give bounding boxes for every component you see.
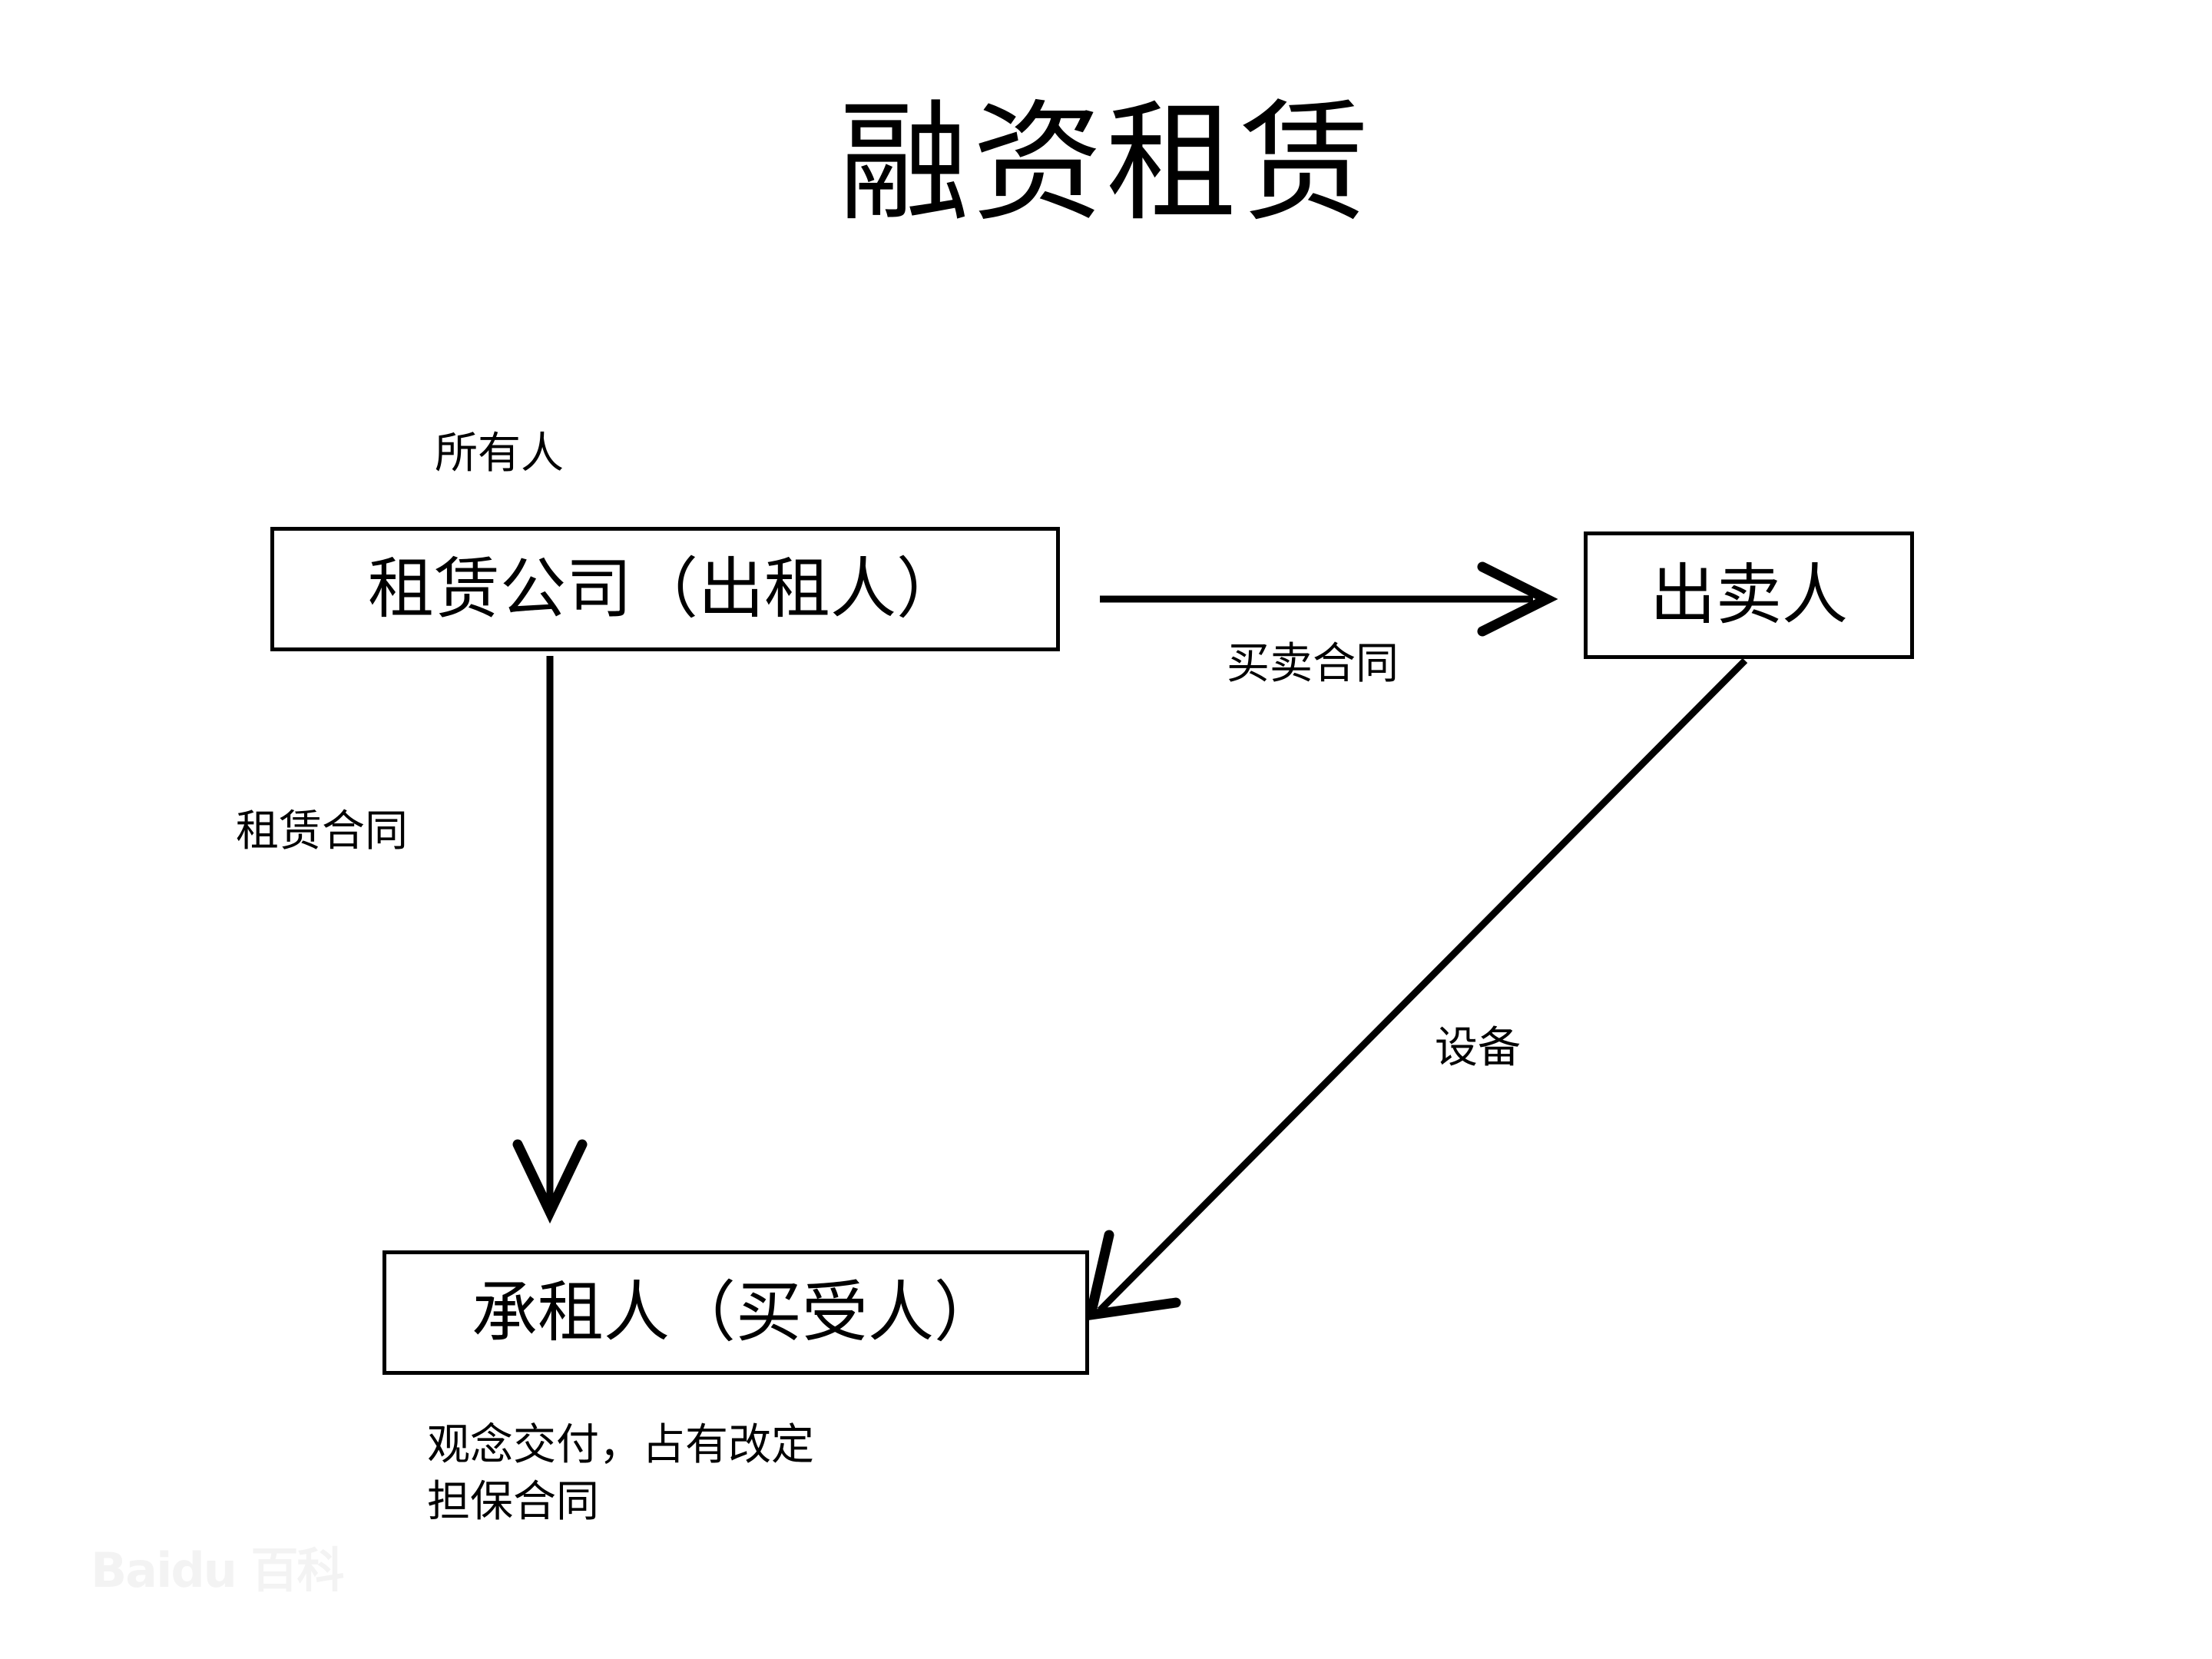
node-seller-label: 出卖人 (1650, 557, 1848, 634)
node-seller[interactable]: 出卖人 (1584, 531, 1914, 659)
node-lessor[interactable]: 租赁公司（出租人） (270, 527, 1060, 651)
lessee-notes: 观念交付，占有改定 担保合同 (427, 1417, 814, 1531)
watermark-text: Baidu 百科 (91, 1547, 344, 1594)
node-lessee[interactable]: 承租人（买受人） (382, 1250, 1089, 1375)
lessee-note-line-1: 观念交付，占有改定 (427, 1420, 814, 1470)
edge-lessor-to-lessee (512, 656, 588, 1224)
label-owner: 所有人 (435, 429, 564, 478)
node-lessor-label: 租赁公司（出租人） (368, 551, 962, 628)
edge-label-lease-contract: 租赁合同 (236, 806, 408, 856)
node-lessee-label: 承租人（买受人） (472, 1274, 1000, 1351)
edge-label-sale-contract: 买卖合同 (1227, 639, 1399, 689)
page-title: 融资租赁 (838, 88, 1373, 240)
edge-seller-to-lessee (1084, 657, 1748, 1321)
edge-label-equipment: 设备 (1435, 1023, 1521, 1073)
lessee-note-line-2: 担保合同 (427, 1476, 599, 1527)
baidu-baike-watermark: Baidu 百科 (91, 1547, 344, 1605)
edge-lessor-to-seller (1100, 561, 1558, 637)
